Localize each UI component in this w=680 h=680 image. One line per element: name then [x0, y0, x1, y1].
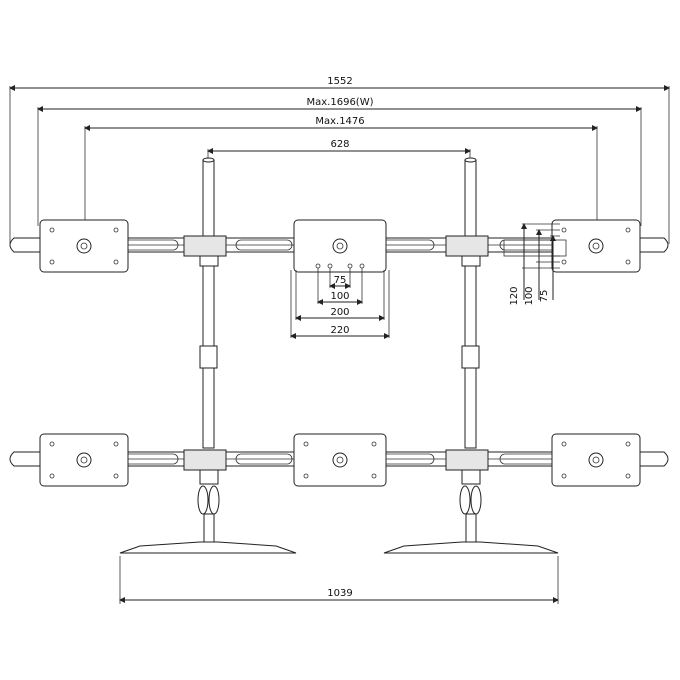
dimension-base-span: 1039: [119, 556, 559, 604]
left-base: [119, 469, 297, 554]
max-1476-label: Max.1476: [315, 116, 364, 127]
vesa-plate-bottom-right: [551, 433, 641, 487]
vesa-v120-label: 120: [509, 286, 520, 305]
vesa-plate-top-right: [551, 219, 641, 273]
right-base: [383, 469, 559, 554]
vesa-h200-label: 200: [330, 307, 349, 318]
vesa-horizontal-dimensions: 75 100 200 220: [290, 268, 390, 339]
dimension-pole-spacing: 628: [207, 139, 471, 160]
dimension-overall-width: 1552: [9, 76, 670, 244]
right-pole: [461, 157, 480, 449]
base-span-label: 1039: [327, 588, 352, 599]
vesa-h75-label: 75: [334, 275, 347, 286]
vesa-h220-label: 220: [330, 325, 349, 336]
vesa-h100-label: 100: [330, 291, 349, 302]
overall-width-label: 1552: [327, 76, 352, 87]
vesa-plate-bottom-center: [293, 433, 387, 487]
vesa-plate-top-center: [293, 219, 387, 273]
dimension-max-w: Max.1696(W): [37, 97, 642, 226]
vesa-plate-top-left: [39, 219, 129, 273]
vesa-v100-label: 100: [524, 286, 535, 305]
dimension-max-1476: Max.1476: [84, 116, 598, 238]
max-w-label: Max.1696(W): [307, 97, 374, 108]
vesa-vertical-dimensions: 120 100 75: [503, 223, 567, 306]
left-pole: [199, 157, 218, 449]
vesa-plate-bottom-left: [39, 433, 129, 487]
pole-spacing-label: 628: [330, 139, 349, 150]
vesa-v75-label: 75: [539, 290, 550, 303]
